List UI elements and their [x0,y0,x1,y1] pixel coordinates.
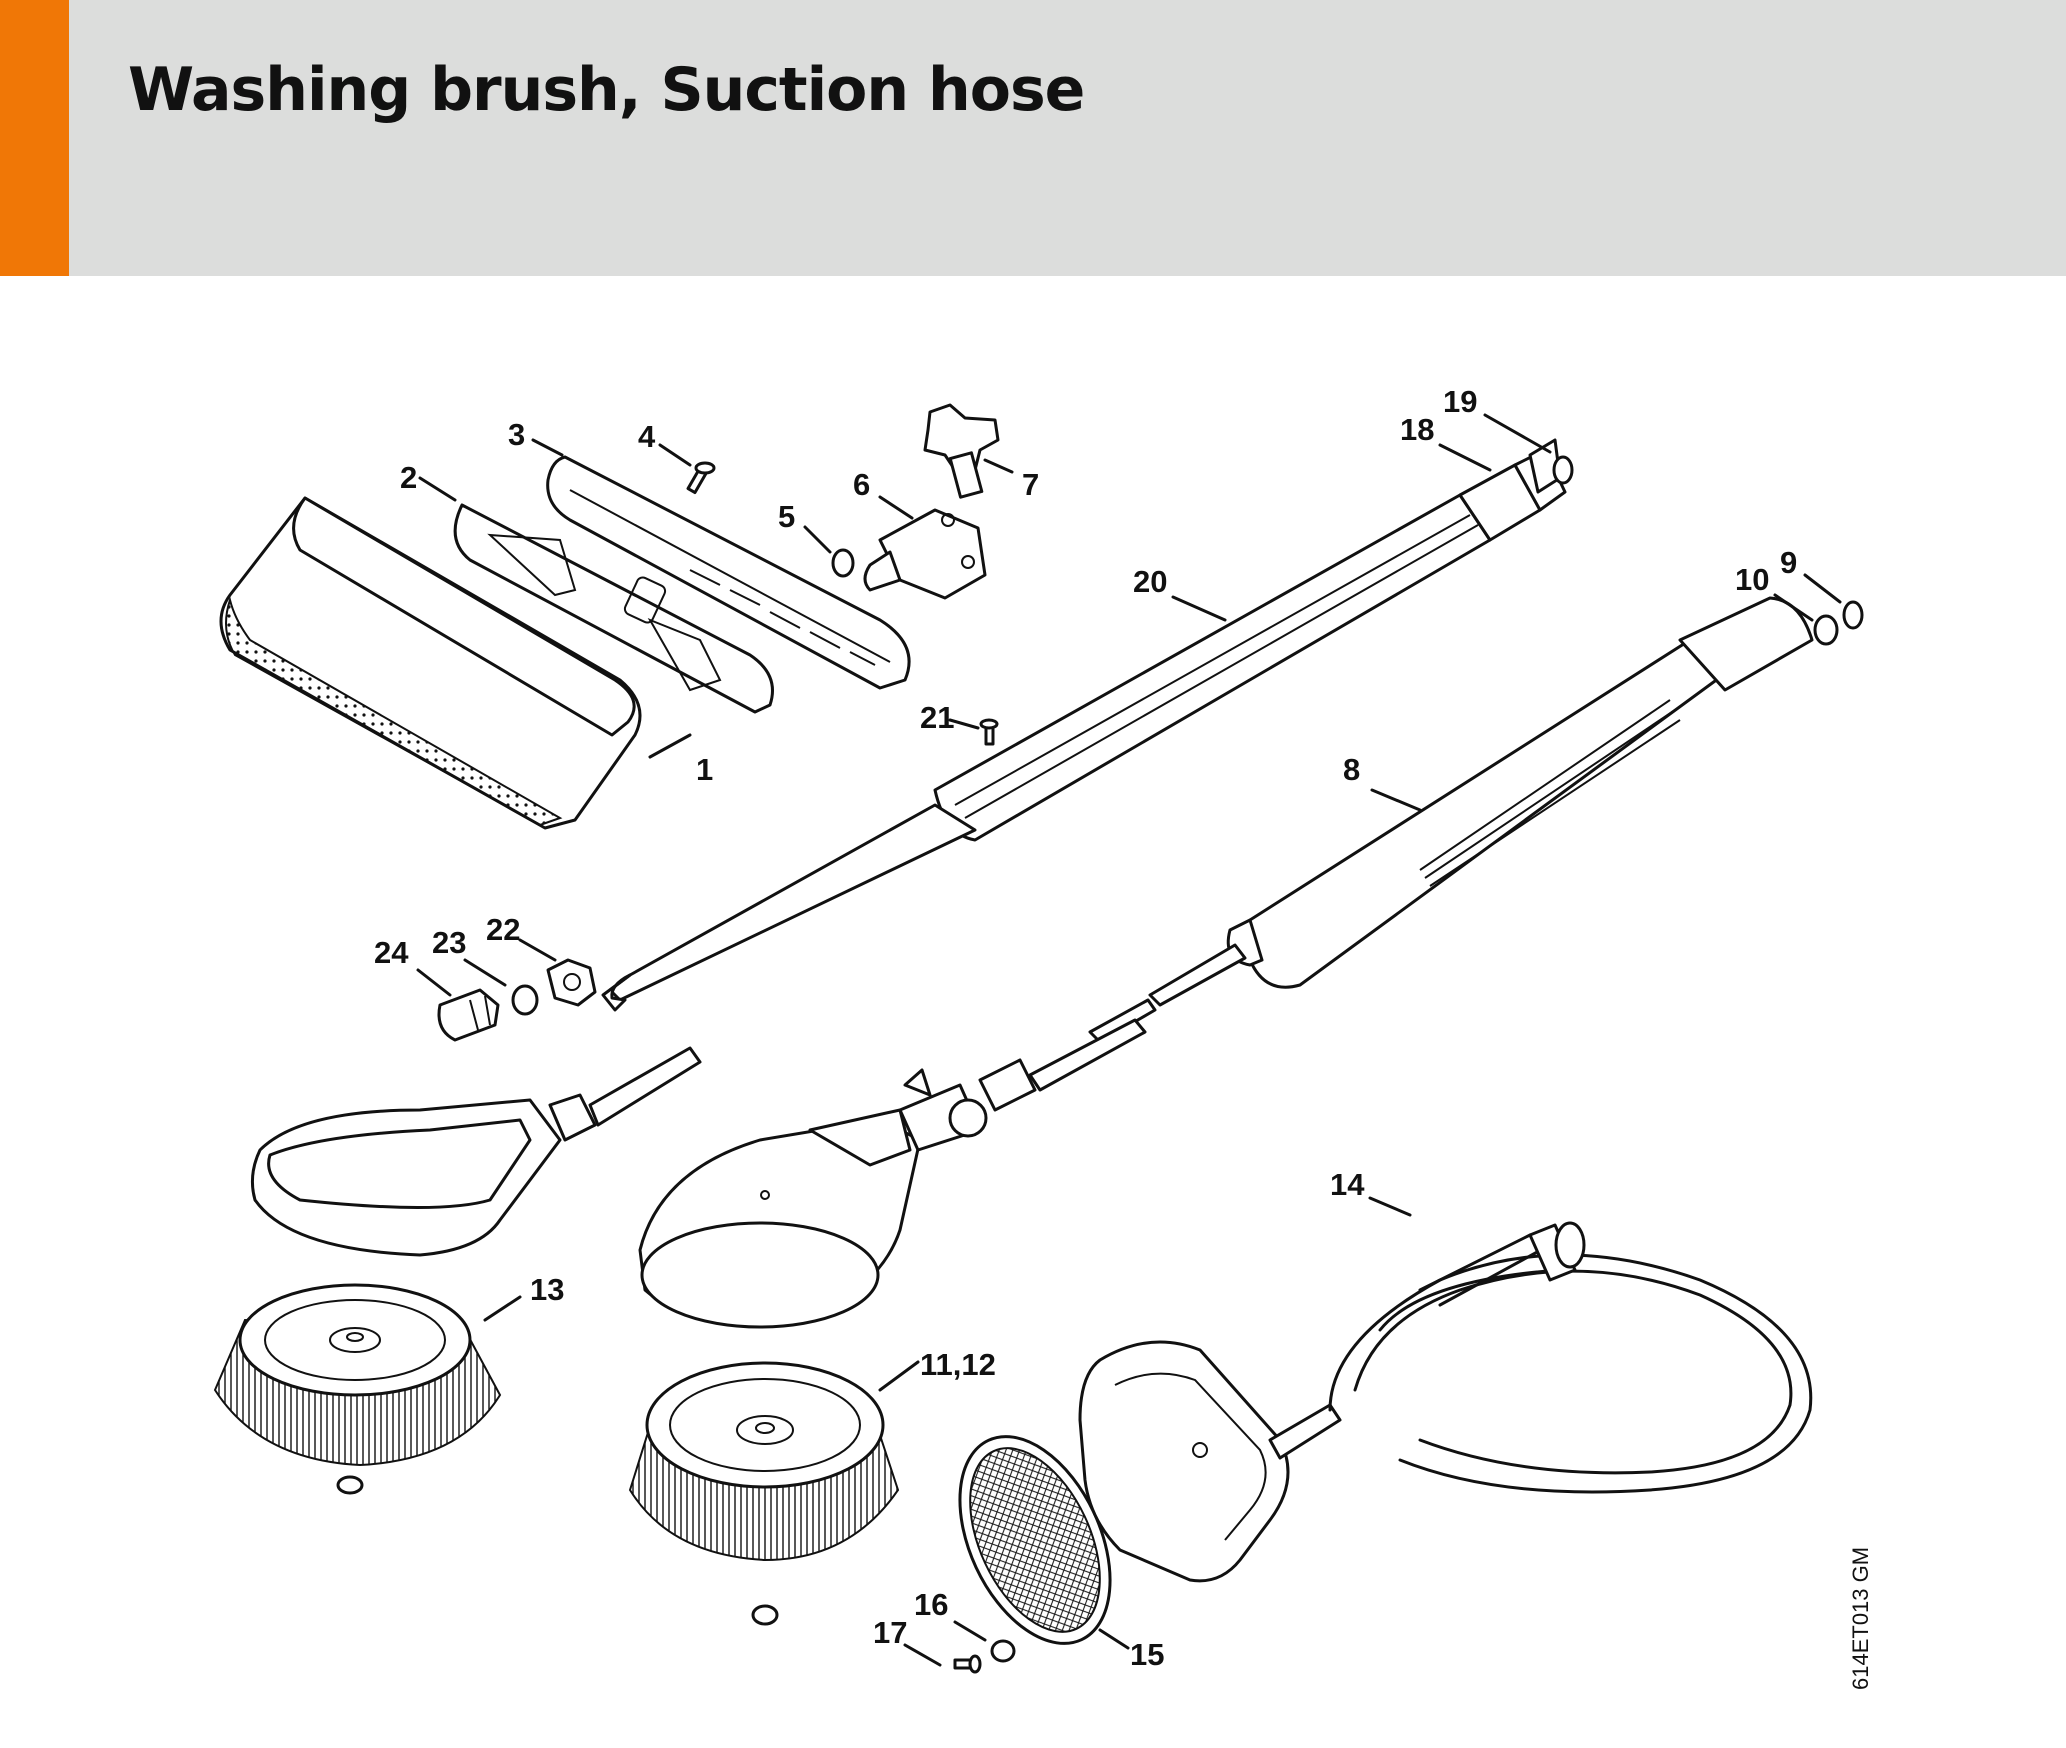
drawing-code: 614ET013 GM [1848,1547,1873,1690]
ring-part-5 [831,548,855,578]
rotary-brush-head-left [250,1046,702,1257]
callout-16: 16 [914,1587,948,1622]
callout-1: 1 [696,752,713,787]
screw-part-21 [979,718,999,746]
screw-part-17 [953,1654,982,1674]
callout-22: 22 [486,912,520,947]
leader-lines [416,413,1842,1667]
connector-part-6 [863,508,987,600]
callout-18: 18 [1400,412,1434,447]
seal-ring-part-10 [1813,614,1839,646]
callout-23: 23 [432,925,466,960]
star-knob-part-7 [923,403,1000,499]
callouts: 1 2 3 4 5 6 7 8 9 10 11,12 13 14 15 16 1… [374,384,1797,1672]
callout-14: 14 [1330,1167,1365,1202]
o-ring-part-19 [1552,455,1574,485]
callout-21: 21 [920,700,954,735]
strainer-housing [1078,1340,1342,1583]
callout-7: 7 [1022,467,1039,502]
callout-6: 6 [853,467,870,502]
lance-part-20 [601,448,1567,1012]
callout-2: 2 [400,460,417,495]
callout-8: 8 [1343,752,1360,787]
brush-holder-part-3 [546,455,911,690]
washer-part-16 [990,1639,1016,1663]
brush-plate-part-2 [453,503,774,714]
callout-19: 19 [1443,384,1477,419]
callout-17: 17 [873,1615,907,1650]
callout-4: 4 [638,419,656,454]
callout-3: 3 [508,417,525,452]
page-title: Washing brush, Suction hose [128,55,1085,125]
screw-part-4 [686,461,716,495]
header-accent-bar [0,0,69,276]
header-band [0,0,2066,276]
sleeve-part-23 [511,984,539,1016]
callout-11-12: 11,12 [920,1347,996,1382]
callout-24: 24 [374,935,409,970]
callout-20: 20 [1133,564,1167,599]
nut-part-22 [546,958,597,1007]
rotary-brush-part-13 [213,1283,502,1495]
callout-13: 13 [530,1272,564,1307]
callout-15: 15 [1130,1637,1164,1672]
callout-9: 9 [1780,545,1797,580]
strainer-part-15 [958,1435,1112,1645]
suction-hose-part-14 [1328,1221,1813,1494]
flat-brush-part-1 [219,496,642,830]
fitting-part-24 [437,988,500,1042]
rotary-brush-head-right [638,1018,1147,1329]
o-ring-part-9 [1842,600,1864,630]
callout-5: 5 [778,499,795,534]
callout-10: 10 [1735,562,1769,597]
rotary-brush-part-11-12 [628,1361,900,1626]
